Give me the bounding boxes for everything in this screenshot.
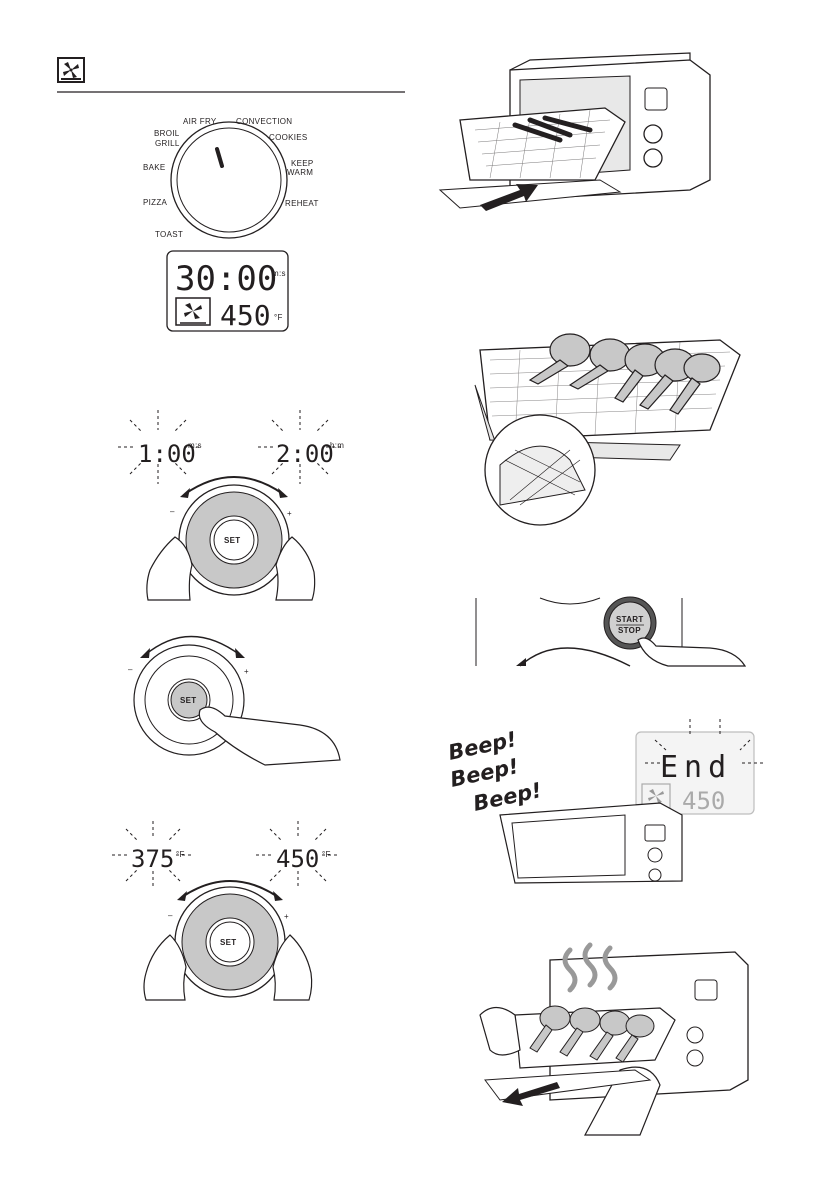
temp-knob[interactable]: SET: [175, 887, 285, 997]
time-knob[interactable]: SET: [179, 485, 289, 595]
label-bake: BAKE: [143, 163, 166, 172]
label-air-fry: AIR FRY: [183, 117, 217, 126]
set-plus: +: [244, 667, 249, 676]
time-plus: +: [287, 509, 292, 518]
end-temp: 450: [682, 787, 725, 815]
temp-right-value: 450: [276, 845, 319, 873]
label-pizza: PIZZA: [143, 198, 168, 207]
temp-set-label: SET: [220, 938, 236, 947]
display-time-unit: m:s: [272, 269, 286, 278]
label-broil: BROIL: [154, 129, 180, 138]
time-left-unit: m:s: [188, 441, 202, 450]
remove-basket-illustration: [420, 940, 839, 1140]
air-fry-basket: [460, 108, 625, 180]
end-beep-illustration: Beep! Beep! Beep! End 450: [420, 715, 839, 885]
oven-mitt-left: [480, 1008, 520, 1056]
end-text: End: [660, 750, 732, 785]
time-minus: –: [170, 507, 175, 516]
temp-right-unit: °F: [322, 850, 331, 859]
oven-insert-illustration: [420, 50, 839, 220]
pointing-hand-icon: [199, 707, 340, 765]
label-warm: WARM: [287, 168, 313, 177]
pressing-hand-icon: [638, 638, 745, 666]
stop-label: STOP: [618, 626, 641, 635]
temp-minus: –: [168, 911, 173, 920]
label-grill: GRILL: [155, 139, 180, 148]
left-hand-icon: [147, 537, 192, 600]
set-minus: –: [128, 665, 133, 674]
label-keep: KEEP: [291, 159, 314, 168]
start-label: START: [616, 615, 644, 624]
lcd-display: 30:00 m:s 450 °F: [0, 250, 420, 350]
display-temp-unit: °F: [274, 313, 283, 322]
label-reheat: REHEAT: [285, 199, 319, 208]
time-adjust-panel: 1:00 m:s 2:00 h:m – + SET: [0, 400, 420, 600]
label-convection: CONVECTION: [236, 117, 292, 126]
time-right-value: 2:00: [276, 440, 334, 468]
temp-adjust-panel: 375 °F 450 °F – + SET: [0, 815, 420, 1015]
oven-knob-upper: [644, 125, 662, 143]
temp-plus: +: [284, 912, 289, 921]
time-set-label: SET: [224, 536, 240, 545]
start-stop-panel: START STOP: [420, 590, 839, 680]
basket-drumsticks-illustration: [420, 310, 839, 520]
set-button-label: SET: [180, 696, 196, 705]
display-time: 30:00: [175, 259, 277, 299]
display-temp: 450: [220, 299, 271, 332]
label-toast: TOAST: [155, 230, 183, 239]
oven-knob-lower: [644, 149, 662, 167]
temp-left-value: 375: [131, 845, 174, 873]
label-cookies: COOKIES: [269, 133, 308, 142]
time-right-unit: h:m: [330, 441, 344, 450]
set-press-panel: – + SET: [0, 620, 420, 770]
temp-left-unit: °F: [176, 850, 185, 859]
